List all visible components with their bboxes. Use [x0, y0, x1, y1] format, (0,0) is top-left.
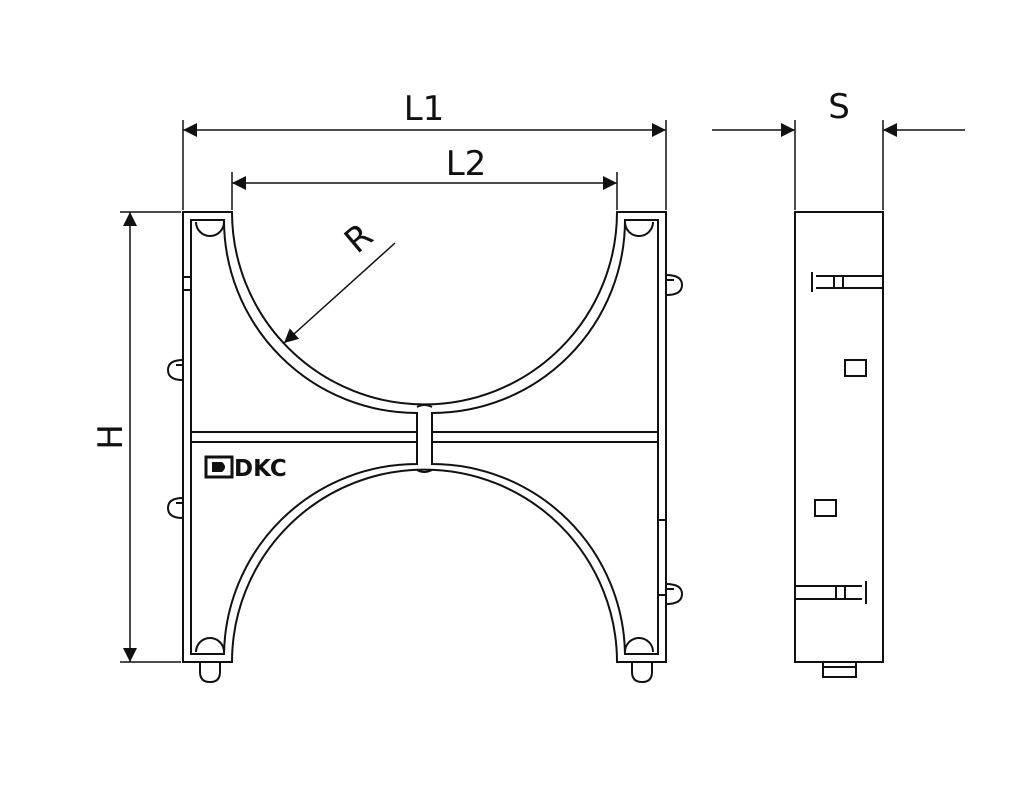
side-view — [794, 211, 884, 678]
s-label: S — [828, 87, 850, 127]
right-clip-top — [665, 274, 684, 296]
front-view — [166, 211, 684, 684]
r-label: R — [337, 216, 381, 262]
bottom-left-cup — [195, 637, 225, 653]
right-clip-bottom — [665, 583, 684, 605]
logo-mark-inner — [212, 462, 225, 472]
bottom-clip-right — [631, 662, 653, 684]
front-outer-outline — [182, 211, 667, 663]
side-pin-top — [811, 272, 883, 292]
l2-label: L2 — [446, 144, 487, 184]
side-square-upper — [844, 359, 867, 377]
bottom-right-cup — [624, 637, 654, 653]
left-clip-bottom — [166, 497, 184, 519]
dkc-logo: DKC — [204, 455, 287, 482]
top-right-cup — [624, 221, 654, 237]
side-dimensions — [712, 120, 965, 210]
left-clip-top — [166, 359, 184, 381]
side-outline — [794, 211, 884, 663]
bottom-clip-left — [199, 662, 221, 684]
top-left-cup — [195, 221, 225, 237]
r-leader-line — [283, 242, 396, 344]
front-inner-outline-right — [431, 219, 659, 655]
h-label: H — [91, 424, 131, 450]
center-neck — [416, 404, 433, 473]
front-inner-outline — [190, 219, 418, 655]
side-bottom-tab — [822, 661, 857, 678]
l1-label: L1 — [404, 89, 445, 129]
logo-text: DKC — [234, 456, 287, 482]
side-square-lower — [814, 499, 837, 517]
front-dimensions — [120, 120, 667, 663]
side-pin-bottom — [795, 581, 867, 604]
